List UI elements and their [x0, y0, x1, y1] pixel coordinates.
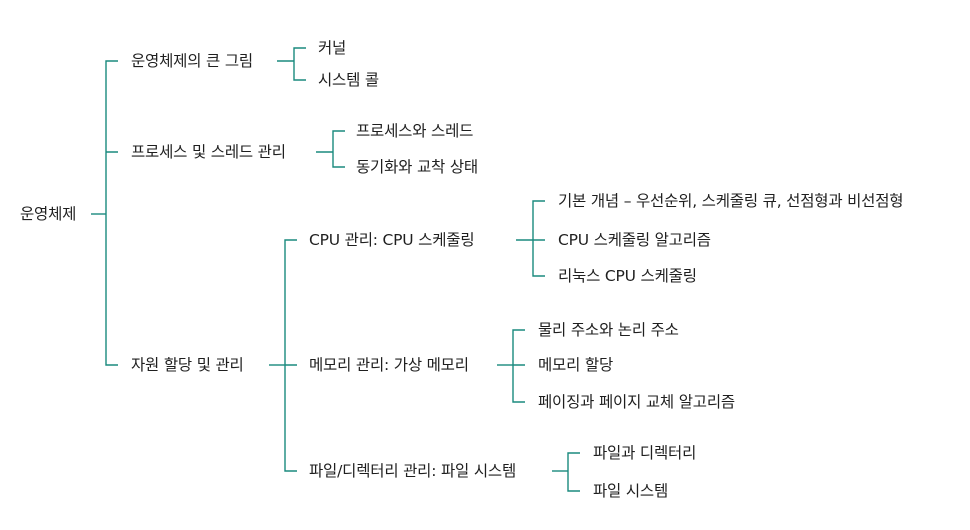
subbranch-file-system: 파일/디렉터리 관리: 파일 시스템 [309, 462, 517, 480]
leaf-sync-deadlock: 동기화와 교착 상태 [356, 158, 478, 176]
leaf-linux-cpu-scheduling: 리눅스 CPU 스케줄링 [558, 267, 697, 285]
leaf-file-and-directory: 파일과 디렉터리 [593, 444, 697, 462]
leaf-paging-replacement: 페이징과 페이지 교체 알고리즘 [538, 393, 735, 411]
branch0-bracket [293, 47, 306, 81]
root-bracket [105, 60, 118, 366]
root-node: 운영체제 [20, 205, 77, 223]
leaf-cpu-basic-concepts: 기본 개념 – 우선순위, 스케줄링 큐, 선점형과 비선점형 [558, 192, 904, 210]
leaf-kernel: 커널 [318, 39, 347, 57]
leaf-cpu-scheduling-algorithms: CPU 스케줄링 알고리즘 [558, 231, 711, 249]
subbranch-cpu-scheduling: CPU 관리: CPU 스케줄링 [309, 231, 475, 249]
subbranch-virtual-memory: 메모리 관리: 가상 메모리 [309, 356, 469, 374]
branch1-bracket [332, 130, 345, 168]
memory-bracket [512, 329, 525, 403]
cpu-bracket [532, 200, 545, 277]
leaf-memory-allocation: 메모리 할당 [538, 356, 614, 374]
leaf-process-and-thread: 프로세스와 스레드 [356, 122, 474, 140]
branch-resource-management: 자원 할당 및 관리 [131, 356, 244, 374]
branch2-bracket [284, 239, 297, 472]
leaf-physical-logical-address: 물리 주소와 논리 주소 [538, 321, 679, 339]
file-bracket [567, 452, 580, 492]
leaf-system-call: 시스템 콜 [318, 71, 379, 89]
branch-process-thread: 프로세스 및 스레드 관리 [131, 143, 286, 161]
leaf-file-system: 파일 시스템 [593, 482, 669, 500]
branch-os-big-picture: 운영체제의 큰 그림 [131, 52, 253, 70]
